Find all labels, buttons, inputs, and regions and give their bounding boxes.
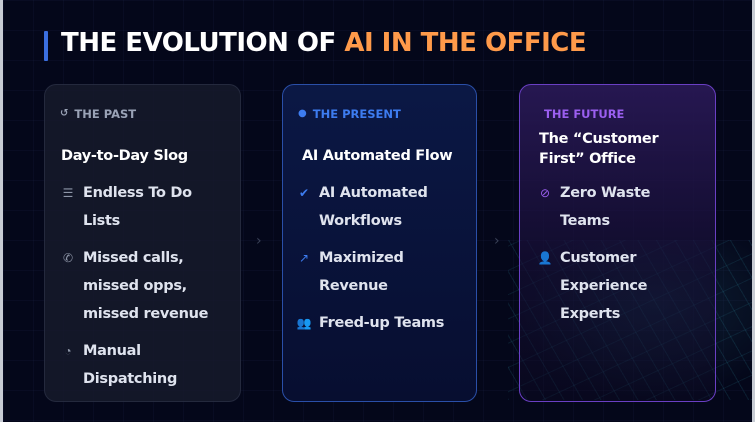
card-tag: ● THE PRESENT (298, 107, 401, 121)
missed-call-icon: ✆ (62, 251, 74, 265)
card-tag: THE FUTURE (544, 107, 624, 121)
ban-icon: ⊘ (539, 186, 551, 200)
item-text: AI Automated Workflows (319, 185, 428, 229)
item-list: ✔ AI Automated Workflows ↗ Maximized Rev… (295, 179, 468, 346)
card-the-future: THE FUTURE The “Customer First” Office ⊘… (519, 84, 716, 402)
card-the-present: ● THE PRESENT AI Automated Flow ✔ AI Aut… (282, 84, 477, 402)
title-prefix: THE EVOLUTION OF (61, 28, 345, 58)
tag-label: THE FUTURE (544, 107, 625, 121)
list-item: ◔ Manual Dispatching (59, 337, 232, 393)
tag-label: THE PRESENT (312, 107, 401, 121)
title-accent: AI IN THE OFFICE (344, 28, 587, 58)
gauge-icon: ◔ (64, 344, 72, 358)
list-item: 👥 Freed-up Teams (295, 309, 468, 337)
card-heading: AI Automated Flow (302, 148, 453, 164)
list-item: 👤 Customer Experience Experts (536, 244, 707, 328)
list-item: ✔ AI Automated Workflows (295, 179, 468, 235)
list-item: ✆ Missed calls, missed opps, missed reve… (59, 244, 232, 328)
chart-growth-icon: ↗ (298, 251, 310, 265)
chevron-right-icon: › (256, 233, 262, 249)
double-check-icon: ✔ (298, 186, 310, 200)
tag-label: THE PAST (74, 107, 137, 121)
item-text: Endless To Do Lists (83, 185, 192, 229)
slide: THE EVOLUTION OF AI IN THE OFFICE ↺ THE … (3, 0, 752, 422)
history-icon: ↺ (60, 108, 69, 119)
card-heading: Day-to-Day Slog (61, 148, 188, 164)
user-tie-icon: 👤 (537, 251, 553, 265)
card-the-past: ↺ THE PAST Day-to-Day Slog ☰ Endless To … (44, 84, 241, 402)
title-accent-bar (44, 31, 48, 61)
item-list: ⊘ Zero Waste Teams 👤 Customer Experience… (536, 179, 707, 337)
item-text: Zero Waste Teams (560, 185, 651, 229)
team-gear-icon: 👥 (296, 316, 312, 330)
chevron-right-icon: › (494, 233, 500, 249)
slide-title: THE EVOLUTION OF AI IN THE OFFICE (61, 28, 587, 58)
list-item: ⊘ Zero Waste Teams (536, 179, 707, 235)
list-item: ☰ Endless To Do Lists (59, 179, 232, 235)
item-text: Customer Experience Experts (560, 250, 648, 322)
card-tag: ↺ THE PAST (60, 107, 136, 121)
card-heading: The “Customer First” Office (539, 131, 659, 167)
checklist-icon: ☰ (62, 186, 74, 200)
item-text: Freed-up Teams (319, 315, 445, 331)
item-text: Maximized Revenue (319, 250, 404, 294)
item-text: Manual Dispatching (83, 343, 178, 387)
robot-icon: ● (298, 108, 307, 119)
item-list: ☰ Endless To Do Lists ✆ Missed calls, mi… (59, 179, 232, 402)
list-item: ↗ Maximized Revenue (295, 244, 468, 300)
item-text: Missed calls, missed opps, missed revenu… (83, 250, 209, 322)
